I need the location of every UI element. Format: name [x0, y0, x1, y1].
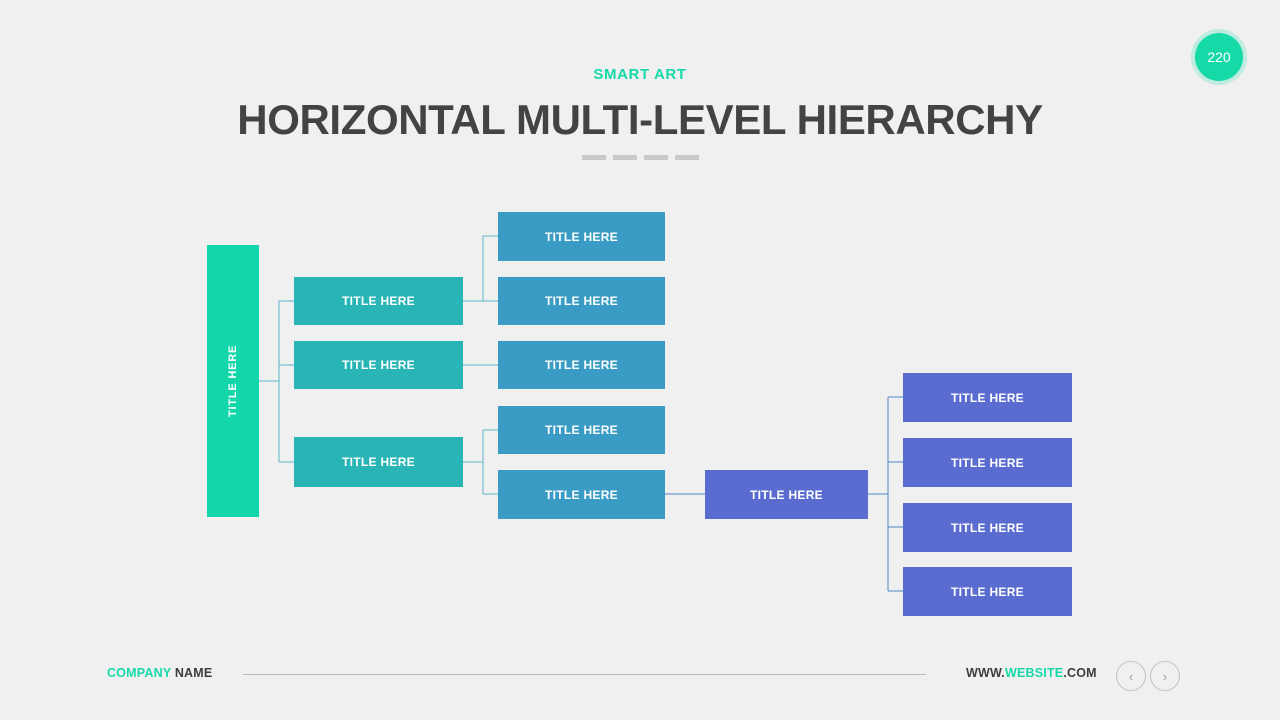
footer-company: COMPANY NAME [107, 666, 212, 680]
node-level3-5[interactable]: TITLE HERE [498, 470, 665, 519]
next-slide-button[interactable]: › [1150, 661, 1180, 691]
prev-slide-button[interactable]: ‹ [1116, 661, 1146, 691]
dash-2 [612, 155, 637, 160]
title-underline-dashes [0, 155, 1280, 160]
dash-3 [643, 155, 668, 160]
node-level5-2[interactable]: TITLE HERE [903, 438, 1072, 487]
node-level3-4[interactable]: TITLE HERE [498, 406, 665, 454]
node-level3-3[interactable]: TITLE HERE [498, 341, 665, 389]
footer-website-prefix: WWW. [966, 666, 1005, 680]
node-level2-1[interactable]: TITLE HERE [294, 277, 463, 325]
dash-1 [581, 155, 606, 160]
node-root[interactable]: TITLE HERE [207, 245, 259, 517]
footer-company-accent: COMPANY [107, 666, 172, 680]
node-level2-2[interactable]: TITLE HERE [294, 341, 463, 389]
footer-divider [243, 674, 926, 675]
footer-website-suffix: .COM [1063, 666, 1097, 680]
node-level5-4[interactable]: TITLE HERE [903, 567, 1072, 616]
footer-company-rest: NAME [171, 666, 213, 680]
footer-website-accent: WEBSITE [1004, 666, 1064, 680]
node-level2-3[interactable]: TITLE HERE [294, 437, 463, 487]
chevron-left-icon: ‹ [1128, 668, 1134, 684]
page-title: HORIZONTAL MULTI-LEVEL HIERARCHY [237, 96, 1043, 143]
node-level3-2[interactable]: TITLE HERE [498, 277, 665, 325]
node-hub[interactable]: TITLE HERE [705, 470, 868, 519]
chevron-right-icon: › [1162, 668, 1168, 684]
dash-4 [674, 155, 699, 160]
footer-website: WWW.WEBSITE.COM [966, 666, 1097, 680]
node-level3-1[interactable]: TITLE HERE [498, 212, 665, 261]
eyebrow-label: SMART ART [593, 66, 687, 83]
slide-number-badge: 220 [1195, 33, 1243, 81]
node-level5-3[interactable]: TITLE HERE [903, 503, 1072, 552]
node-level5-1[interactable]: TITLE HERE [903, 373, 1072, 422]
